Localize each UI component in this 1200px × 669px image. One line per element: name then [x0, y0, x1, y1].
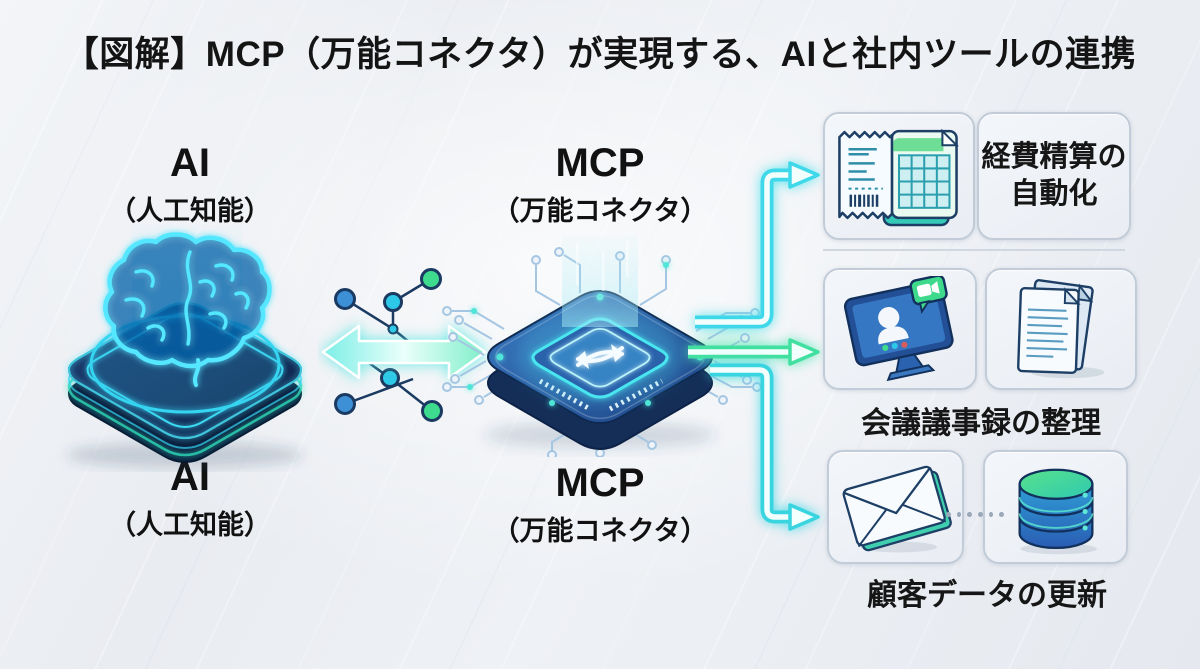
ai-label-top: AI （人工知能）: [60, 142, 320, 228]
flow-arrow-customer: [710, 363, 820, 531]
mcp-label-bottom: MCP （万能コネクタ）: [492, 461, 708, 546]
dotted-connector: [946, 512, 1005, 517]
use-case-customer-email-card: [827, 450, 964, 564]
flow-arrow-meeting: [688, 338, 820, 366]
use-case-expense-label: 経費精算の 自動化: [981, 140, 1127, 210]
use-case-expense-icon-card: [823, 112, 975, 240]
mcp-label-top: MCP （万能コネクタ）: [470, 142, 730, 228]
database-icon: [1018, 468, 1097, 555]
exchange-arrows-icon: [576, 344, 624, 369]
receipt-spreadsheet-icons: [838, 128, 959, 227]
chip-icon: [487, 235, 713, 450]
use-case-customer-db-card: [983, 450, 1128, 564]
ai-name: AI: [170, 141, 210, 185]
mcp-subtitle: （万能コネクタ）: [492, 196, 708, 226]
ai-mcp-connection: [321, 268, 487, 422]
bidirectional-arrow: [321, 324, 487, 380]
use-case-meeting-docs-card: [985, 268, 1137, 390]
network-nodes: [334, 268, 443, 422]
email-envelope-icon: [842, 465, 952, 553]
receipt-icon: [838, 130, 894, 220]
spreadsheet-icon: [882, 128, 959, 227]
ai-brain-illustration: [67, 222, 303, 468]
use-case-expense-label-card: 経費精算の 自動化: [977, 112, 1131, 240]
documents-icon: [1017, 279, 1105, 379]
barcode: [849, 194, 879, 207]
use-case-meeting-label: 会議議事録の整理: [861, 407, 1101, 440]
section-divider: [823, 249, 1125, 251]
ai-subtitle: （人工知能）: [109, 196, 271, 226]
use-case-customer-label: 顧客データの更新: [867, 579, 1107, 612]
brain-icon: [103, 232, 272, 387]
mcp-name: MCP: [555, 141, 645, 185]
avatar: [878, 307, 900, 329]
flow-arrows: [688, 161, 820, 531]
page-title: 【図解】MCP（万能コネクタ）が実現する、AIと社内ツールの連携: [63, 35, 1137, 74]
use-case-meeting-video-card: [823, 268, 977, 390]
flow-arrow-expense: [695, 161, 820, 329]
video-call-monitor-icon: [843, 276, 954, 382]
